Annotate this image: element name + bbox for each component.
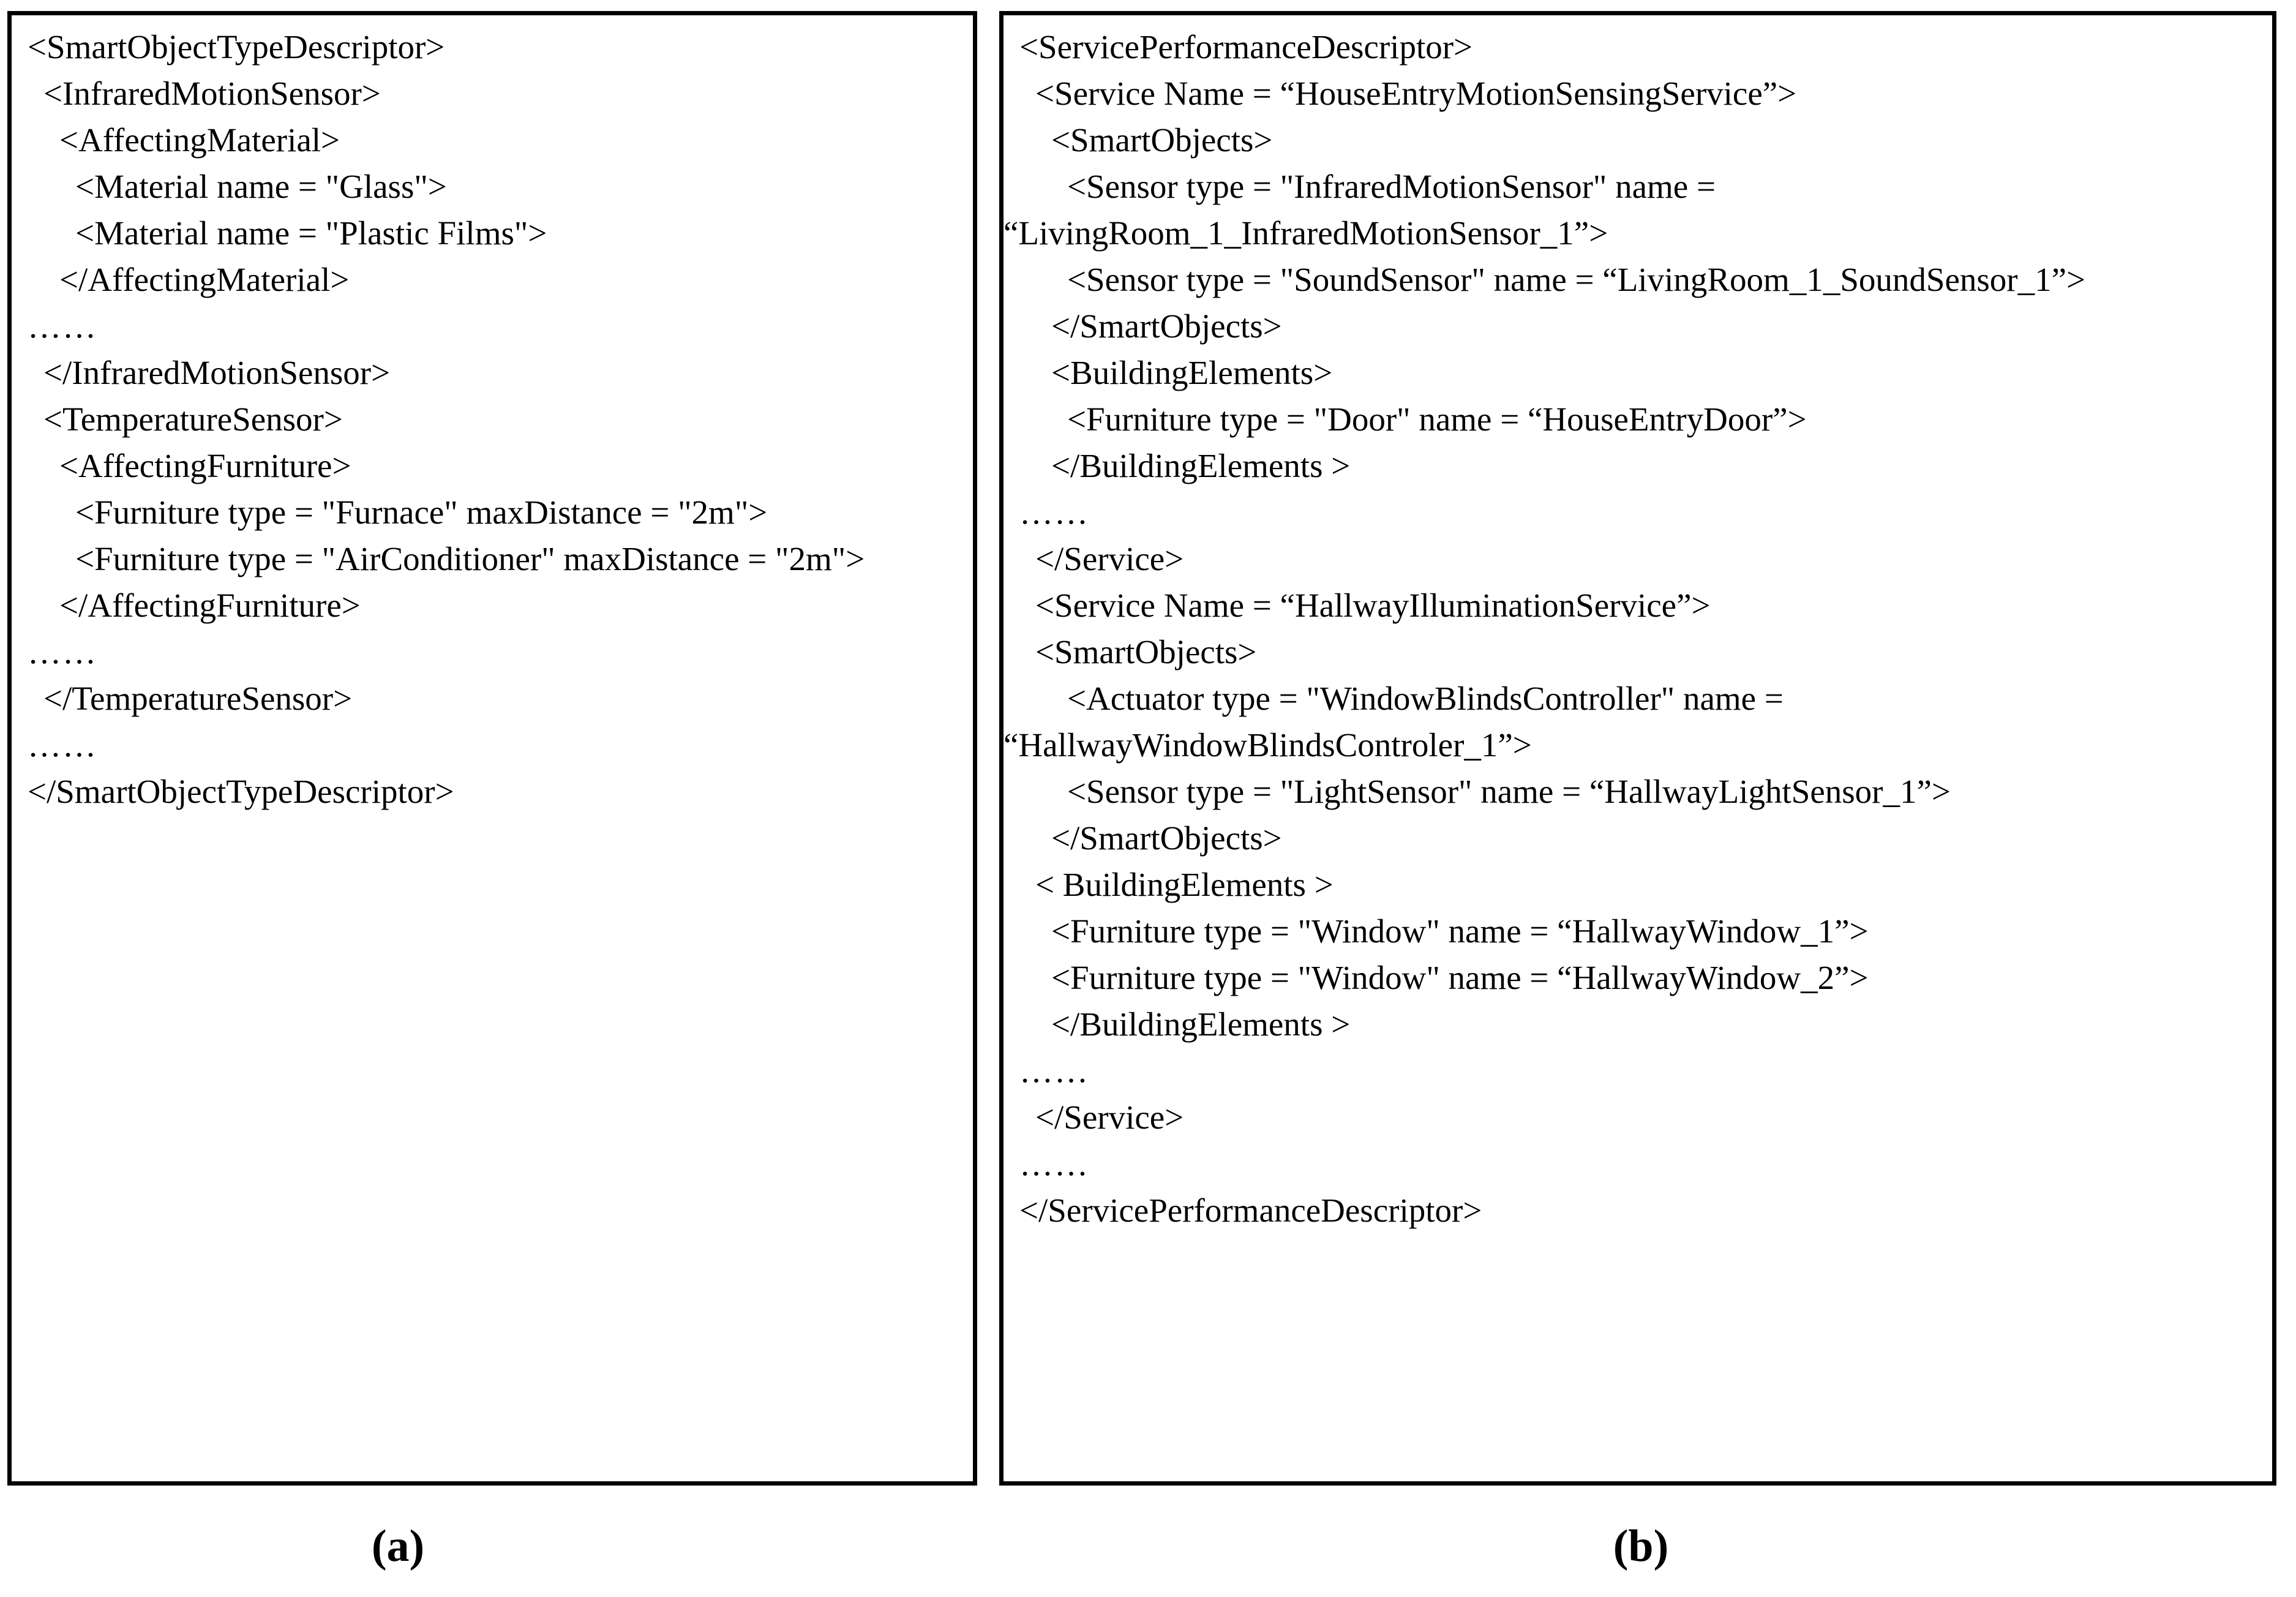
code-line: </SmartObjects> [1051,307,1282,345]
code-line: </SmartObjects> [1051,819,1282,857]
code-line: <SmartObjectTypeDescriptor> [28,28,445,66]
code-line: …… [1019,1145,1089,1182]
code-line: <AffectingMaterial> [59,121,340,159]
code-line: </Service> [1035,1099,1184,1136]
code-line: </Service> [1035,540,1184,577]
code-line: <Furniture type = "Door" name = “HouseEn… [1067,400,1807,438]
code-line: …… [28,633,97,671]
code-line: …… [28,726,97,764]
code-line: <BuildingElements> [1051,354,1333,391]
code-line: <Actuator type = "WindowBlindsController… [1067,680,1784,717]
code-line: </SmartObjectTypeDescriptor> [28,773,454,810]
panel-b-service-performance-descriptor: <ServicePerformanceDescriptor> <Service N… [999,11,2276,1486]
code-line: <Service Name = “HallwayIlluminationServ… [1035,587,1711,624]
code-line: <Material name = "Glass"> [75,168,447,205]
code-line: <Furniture type = "Window" name = “Hallw… [1051,959,1869,996]
code-line: <AffectingFurniture> [59,447,351,484]
code-line: …… [28,307,97,345]
code-line: <Sensor type = "InfraredMotionSensor" na… [1067,168,1716,205]
code-line: “LivingRoom_1_InfraredMotionSensor_1”> [1004,214,1608,252]
code-line: </AffectingMaterial> [59,261,350,298]
code-line: <Furniture type = "Window" name = “Hallw… [1051,912,1869,950]
code-line: <InfraredMotionSensor> [43,75,381,112]
code-line: < BuildingElements > [1035,866,1334,903]
code-line: <Sensor type = "SoundSensor" name = “Liv… [1067,261,2086,298]
code-listing-a: <SmartObjectTypeDescriptor> <InfraredMoti… [12,15,973,815]
code-line: …… [1019,1052,1089,1089]
code-line: </ServicePerformanceDescriptor> [1019,1192,1482,1229]
code-line: </TemperatureSensor> [43,680,353,717]
panel-a-smart-object-type-descriptor: <SmartObjectTypeDescriptor> <InfraredMoti… [7,11,977,1486]
code-line: …… [1019,494,1089,531]
caption-a: (a) [371,1521,425,1571]
code-line: <Material name = "Plastic Films"> [75,214,547,252]
code-line: <SmartObjects> [1035,633,1257,671]
code-line: <ServicePerformanceDescriptor> [1019,28,1473,66]
code-line: <Furniture type = "Furnace" maxDistance … [75,494,768,531]
code-line: </BuildingElements > [1051,1005,1351,1043]
code-line: <TemperatureSensor> [43,400,343,438]
code-line: <Service Name = “HouseEntryMotionSensing… [1035,75,1797,112]
caption-b: (b) [1613,1521,1669,1571]
code-line: <Sensor type = "LightSensor" name = “Hal… [1067,773,1951,810]
code-line: </InfraredMotionSensor> [43,354,391,391]
code-line: </BuildingElements > [1051,447,1351,484]
code-listing-b: <ServicePerformanceDescriptor> <Service N… [1004,15,2272,1234]
code-line: <SmartObjects> [1051,121,1273,159]
code-line: “HallwayWindowBlindsControler_1”> [1004,726,1532,764]
code-line: <Furniture type = "AirConditioner" maxDi… [75,540,865,577]
code-line: </AffectingFurniture> [59,587,361,624]
